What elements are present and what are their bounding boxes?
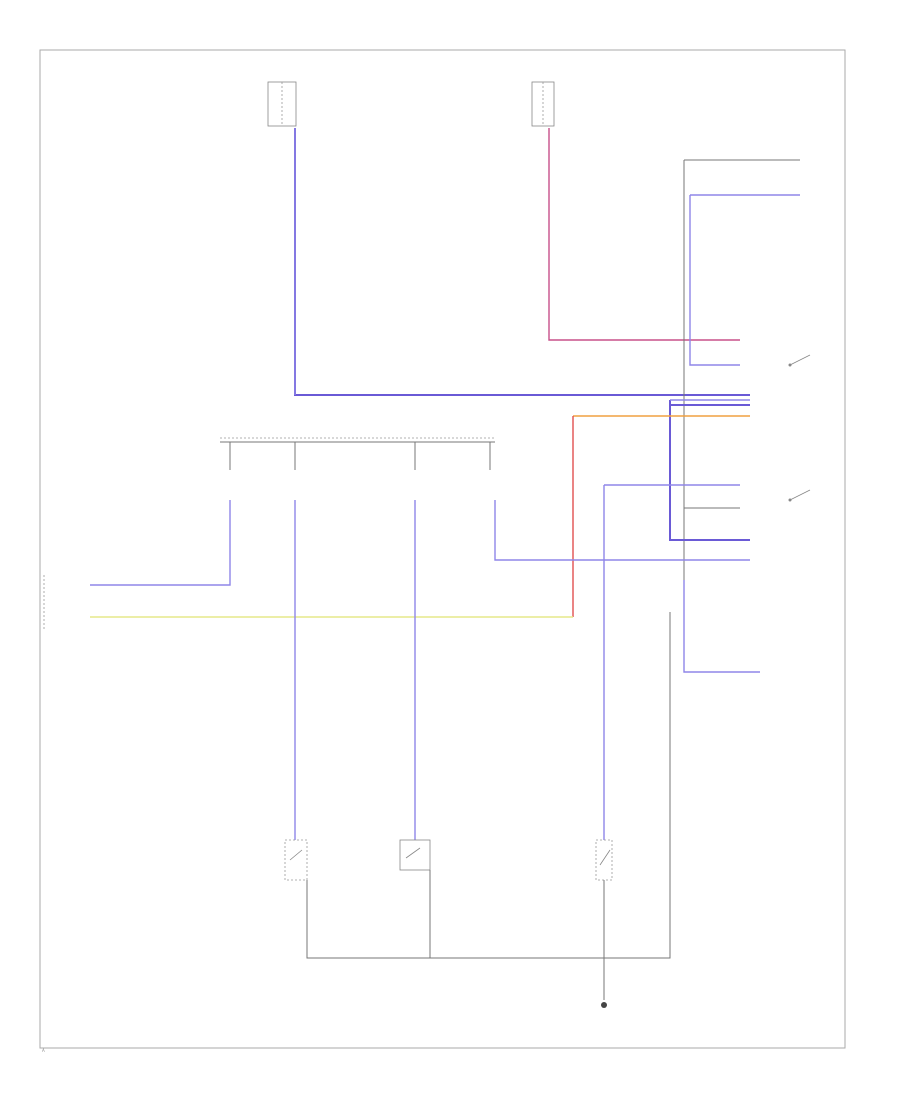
wire-blue-control-module — [683, 580, 760, 673]
switch-3 — [595, 839, 613, 881]
wire-blue-left-connector — [90, 500, 231, 586]
wire-pink — [548, 128, 740, 341]
fuse-block-right — [531, 81, 555, 127]
relay-1-switch — [788, 354, 811, 367]
wire-blue-main — [294, 128, 750, 396]
corner-mark: A — [42, 1048, 45, 1053]
diagram-frame — [39, 49, 846, 1049]
wire-blue-bus-left — [669, 400, 750, 541]
wire-blue-relay1 — [689, 195, 740, 366]
wire-blue-drop4 — [494, 500, 750, 561]
relay-2-switch — [788, 489, 811, 502]
ground-icon — [601, 1002, 607, 1008]
ground-bus — [306, 612, 671, 959]
relay-bracket — [683, 159, 800, 612]
fuse-block-left — [267, 81, 297, 127]
switch-1 — [284, 839, 308, 881]
switch-2 — [399, 839, 431, 871]
